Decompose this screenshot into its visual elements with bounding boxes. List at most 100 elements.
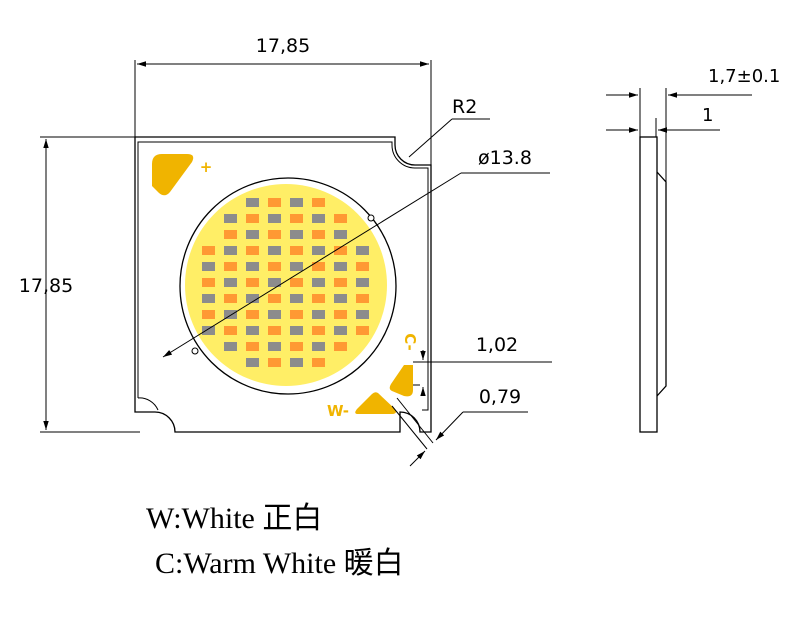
height-label: 17,85 — [19, 275, 73, 297]
pad-gap-dimension: 1,02 — [413, 334, 552, 396]
white-chip — [312, 326, 325, 335]
white-chip — [246, 342, 259, 351]
warm-white-chip — [290, 262, 303, 271]
white-chip — [224, 294, 237, 303]
white-chip — [312, 262, 325, 271]
warm-white-chip — [224, 246, 237, 255]
warm-white-chip — [290, 358, 303, 367]
white-chip — [334, 342, 347, 351]
warm-white-chip — [312, 214, 325, 223]
white-pad-label: W- — [327, 402, 349, 420]
white-chip — [356, 294, 369, 303]
white-chip — [290, 214, 303, 223]
white-chip — [356, 262, 369, 271]
white-chip — [202, 278, 215, 287]
white-chip — [334, 278, 347, 287]
warm-white-chip — [356, 246, 369, 255]
warm-white-chip — [224, 310, 237, 319]
diameter-label: ø13.8 — [478, 147, 532, 169]
cold-pad: C- — [389, 333, 419, 397]
thickness-label: 1,7±0.1 — [708, 66, 780, 87]
white-chip — [268, 230, 281, 239]
white-chip — [290, 310, 303, 319]
legend-white: W:White 正白 — [146, 502, 323, 535]
white-chip — [246, 278, 259, 287]
warm-white-chip — [334, 262, 347, 271]
white-chip — [268, 358, 281, 367]
warm-white-chip — [246, 358, 259, 367]
warm-white-chip — [290, 230, 303, 239]
trace-width-label: 0,79 — [479, 386, 521, 408]
warm-white-chip — [246, 294, 259, 303]
legend-warm-white: C:Warm White 暖白 — [155, 547, 404, 580]
white-chip — [290, 246, 303, 255]
white-chip — [246, 310, 259, 319]
trace-width-dimension: 0,79 — [391, 386, 528, 467]
substrate-thickness-label: 1 — [702, 105, 713, 126]
white-chip — [312, 230, 325, 239]
cold-pad-label: C- — [401, 333, 419, 351]
warm-white-chip — [224, 214, 237, 223]
plus-pad-label: + — [200, 158, 213, 176]
white-chip — [290, 342, 303, 351]
warm-white-chip — [356, 278, 369, 287]
white-chip — [334, 214, 347, 223]
plus-pad: + — [152, 154, 213, 196]
warm-white-chip — [268, 246, 281, 255]
diameter-callout: ø13.8 — [162, 147, 550, 358]
white-chip — [202, 246, 215, 255]
white-chip — [334, 310, 347, 319]
white-chip — [312, 198, 325, 207]
warm-white-chip — [334, 294, 347, 303]
warm-white-chip — [268, 342, 281, 351]
substrate-outline — [134, 136, 432, 433]
white-chip — [290, 278, 303, 287]
warm-white-chip — [268, 214, 281, 223]
pad-gap-label: 1,02 — [476, 334, 518, 356]
warm-white-chip — [246, 230, 259, 239]
warm-white-chip — [290, 294, 303, 303]
white-chip — [224, 262, 237, 271]
corner-radius-callout: R2 — [408, 96, 490, 158]
white-pad: W- — [327, 392, 396, 420]
warm-white-chip — [312, 246, 325, 255]
white-chip — [268, 198, 281, 207]
emission-area — [179, 177, 397, 395]
white-chip — [312, 358, 325, 367]
warm-white-chip — [334, 230, 347, 239]
warm-white-chip — [268, 278, 281, 287]
width-label: 17,85 — [256, 35, 310, 57]
warm-white-chip — [290, 198, 303, 207]
warm-white-chip — [246, 326, 259, 335]
white-chip — [246, 246, 259, 255]
warm-white-chip — [312, 310, 325, 319]
side-view: 1,7±0.1 1 — [606, 66, 780, 433]
white-chip — [224, 326, 237, 335]
white-chip — [268, 262, 281, 271]
warm-white-chip — [312, 278, 325, 287]
white-chip — [202, 310, 215, 319]
led-chip-grid — [202, 198, 369, 367]
warm-white-chip — [246, 198, 259, 207]
warm-white-chip — [202, 262, 215, 271]
white-chip — [246, 214, 259, 223]
warm-white-chip — [224, 278, 237, 287]
warm-white-chip — [312, 342, 325, 351]
warm-white-chip — [202, 294, 215, 303]
height-dimension: 17,85 — [19, 136, 230, 433]
corner-radius-label: R2 — [452, 96, 477, 118]
warm-white-chip — [202, 326, 215, 335]
white-chip — [334, 246, 347, 255]
warm-white-chip — [290, 326, 303, 335]
white-chip — [224, 230, 237, 239]
width-dimension: 17,85 — [134, 35, 432, 165]
white-chip — [312, 294, 325, 303]
warm-white-chip — [356, 310, 369, 319]
warm-white-chip — [224, 342, 237, 351]
warm-white-chip — [334, 326, 347, 335]
white-chip — [268, 294, 281, 303]
white-chip — [268, 326, 281, 335]
substrate-inner-outline — [137, 141, 429, 411]
white-chip — [356, 326, 369, 335]
warm-white-chip — [246, 262, 259, 271]
